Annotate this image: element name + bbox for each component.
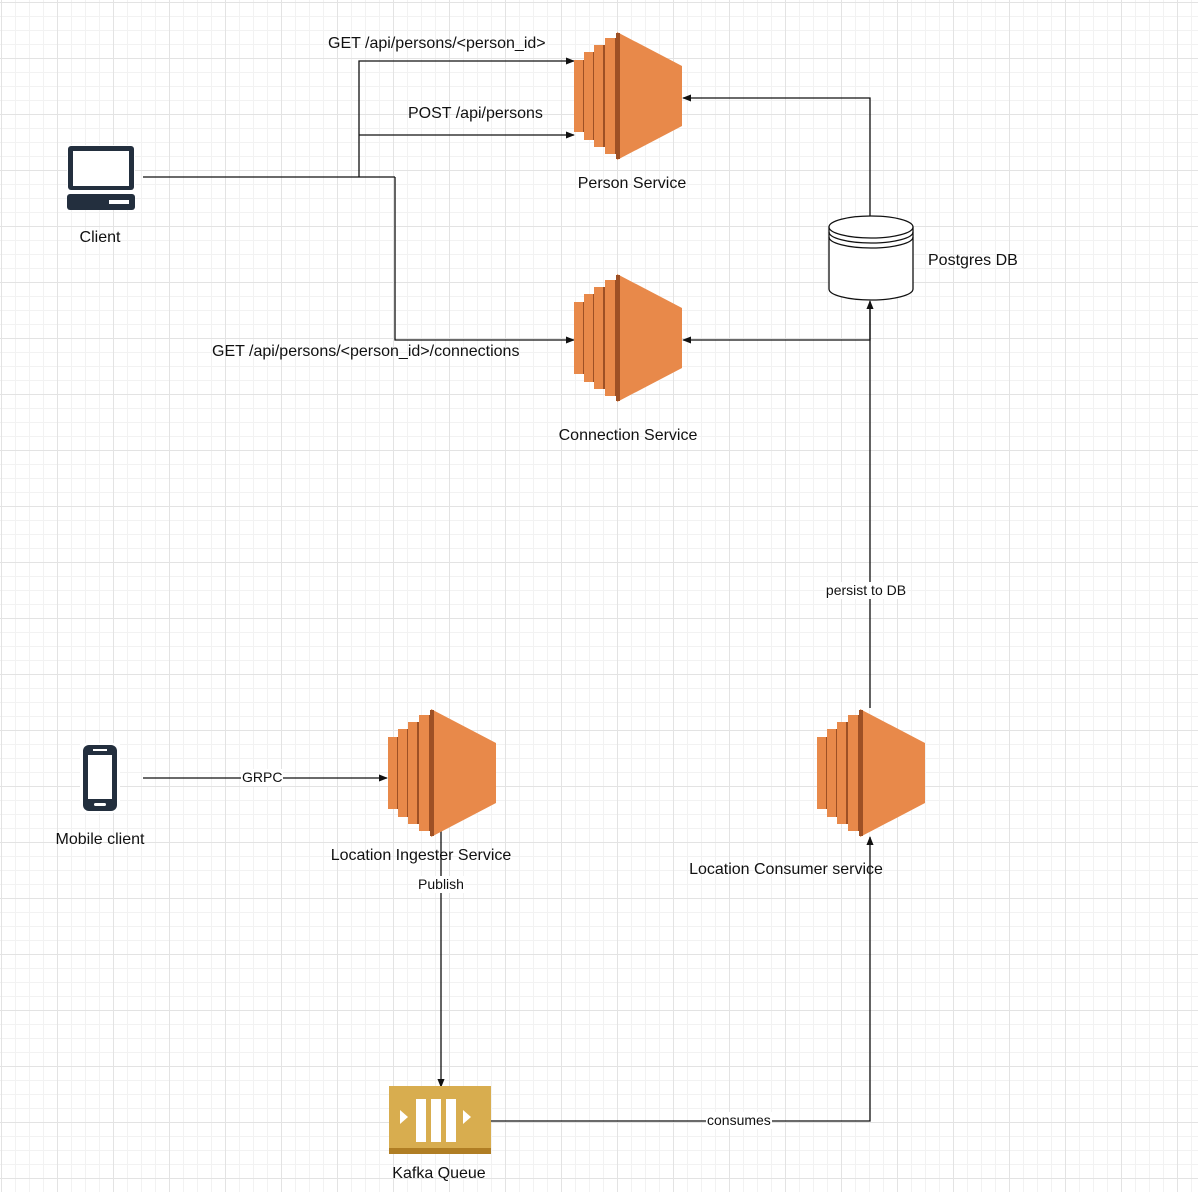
edge-client-get-connections — [394, 177, 575, 344]
kafka-queue-label: Kafka Queue — [392, 1165, 486, 1182]
edge-label-consumes: consumes — [706, 1112, 772, 1129]
person-service-icon — [574, 32, 682, 160]
mobile-phone-icon — [80, 743, 120, 813]
location-ingester-label: Location Ingester Service — [330, 847, 512, 864]
edge-label-grpc: GRPC — [241, 769, 284, 786]
connectors — [143, 57, 874, 1122]
edge-label-get-person: GET /api/persons/<person_id> — [328, 35, 546, 52]
edge-label-get-connections: GET /api/persons/<person_id>/connections — [212, 343, 520, 360]
mobile-client-label: Mobile client — [55, 831, 145, 848]
database-cylinder-icon — [828, 215, 914, 301]
edge-kafka-consumes — [491, 836, 874, 1122]
edge-label-post-persons: POST /api/persons — [408, 105, 543, 122]
compute-icons — [388, 32, 925, 837]
location-ingester-icon — [388, 709, 496, 837]
edge-client-get-person — [358, 57, 575, 177]
location-consumer-label: Location Consumer service — [689, 861, 883, 878]
connection-service-label: Connection Service — [558, 427, 698, 444]
edge-label-publish: Publish — [417, 876, 465, 893]
postgres-db-label: Postgres DB — [928, 252, 1018, 269]
edge-person-db — [682, 94, 874, 225]
person-service-label: Person Service — [577, 175, 687, 192]
client-label: Client — [79, 229, 121, 246]
location-consumer-icon — [817, 709, 925, 837]
edge-db-connection — [682, 302, 871, 344]
message-queue-icon — [389, 1086, 491, 1154]
edge-label-persist: persist to DB — [824, 582, 908, 599]
connection-service-icon — [574, 274, 682, 402]
desktop-computer-icon — [67, 145, 135, 210]
